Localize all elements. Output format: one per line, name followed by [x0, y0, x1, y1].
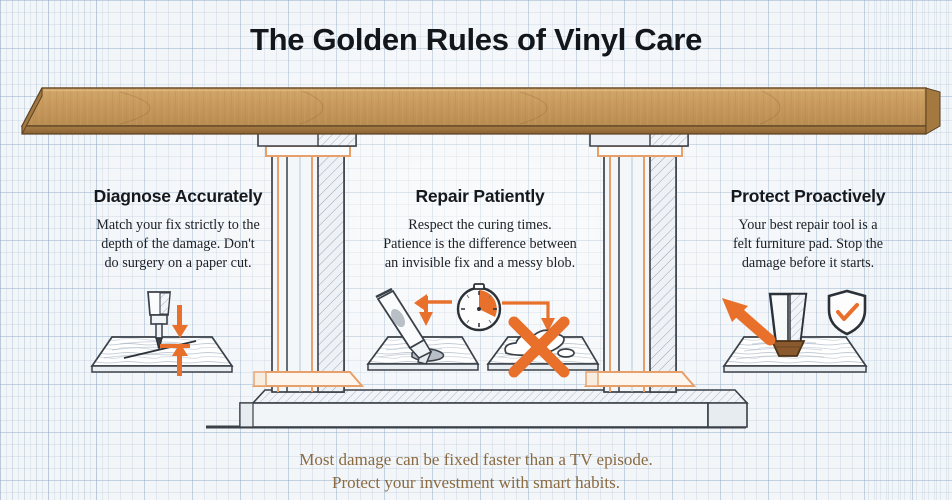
column-diagnose: Diagnose Accurately Match your fix stric…	[48, 186, 308, 273]
illustration-diagnose	[90, 291, 234, 376]
page-title: The Golden Rules of Vinyl Care	[249, 22, 703, 57]
column-heading-diagnose: Diagnose Accurately	[93, 186, 263, 206]
body-line: an invisible fix and a messy blob.	[384, 254, 576, 271]
body-line: felt furniture pad. Stop the	[732, 235, 884, 252]
illustration-repair	[366, 283, 600, 378]
illustration-protect	[722, 289, 868, 373]
arrow-tube-down	[419, 296, 433, 326]
left-column	[251, 145, 365, 393]
body-line: Respect the curing times.	[408, 217, 552, 233]
column-repair: Repair Patiently Respect the curing time…	[352, 186, 608, 273]
shield-check-badge	[827, 289, 867, 336]
pointer-arrow	[722, 298, 776, 346]
plinth-base	[239, 389, 749, 428]
body-line: depth of the damage. Don't	[101, 235, 255, 252]
body-line: do surgery on a paper cut.	[104, 254, 252, 271]
arrow-head-down-right	[541, 318, 555, 332]
felt-pad	[770, 340, 806, 357]
column-body-diagnose: Match your fix strictly to the depth of …	[48, 216, 308, 273]
furniture-leg	[768, 292, 808, 346]
arrow-head-down-left	[414, 294, 427, 312]
column-heading-protect: Protect Proactively	[730, 186, 886, 206]
scalpel-probe-tool	[147, 291, 171, 349]
crack-line	[123, 340, 197, 359]
column-protect: Protect Proactively Your best repair too…	[682, 186, 934, 273]
up-arrow	[160, 343, 190, 376]
curing-timer-clock	[456, 283, 502, 332]
column-body-protect: Your best repair tool is a felt furnitur…	[682, 216, 934, 273]
column-body-repair: Respect the curing times. Patience is th…	[352, 216, 608, 273]
curved-arrow-to-blob	[502, 301, 550, 320]
right-column	[583, 145, 697, 393]
body-line: Your best repair tool is a	[738, 217, 878, 233]
body-line: damage before it starts.	[741, 254, 875, 271]
down-arrow	[172, 305, 188, 338]
footer-note: Most damage can be fixed faster than a T…	[0, 448, 952, 495]
body-line: Patience is the difference between	[383, 235, 577, 252]
footer-line-2: Protect your investment with smart habit…	[331, 473, 620, 493]
footer-line-1: Most damage can be fixed faster than a T…	[299, 450, 653, 469]
vinyl-plank-1	[90, 336, 234, 373]
rejection-cross	[508, 316, 570, 378]
wood-table-top	[20, 87, 941, 135]
column-heading-repair: Repair Patiently	[415, 186, 545, 206]
filler-tube	[375, 287, 433, 365]
body-line: Match your fix strictly to the	[96, 217, 260, 233]
